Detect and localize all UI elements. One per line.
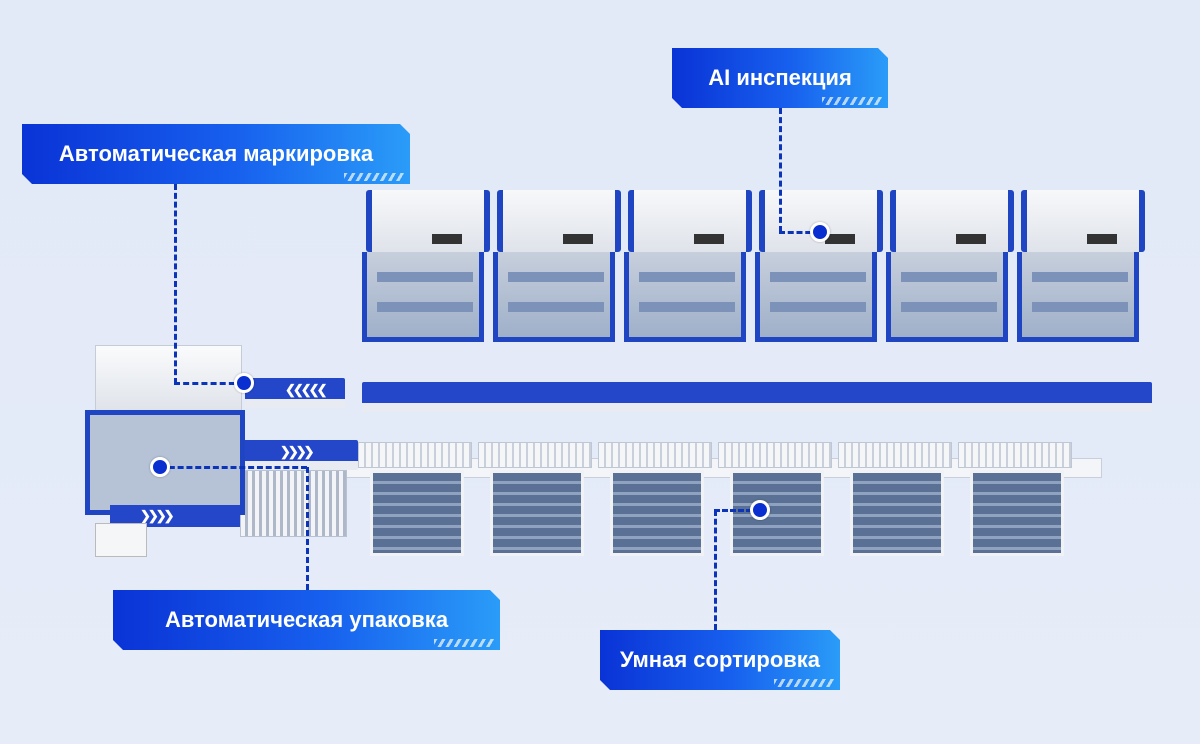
outfeed-conveyor: ❯❯❯❯ bbox=[240, 440, 358, 470]
sorting-rack bbox=[718, 442, 832, 556]
packing-hotspot[interactable] bbox=[150, 457, 170, 477]
sorting-rack bbox=[358, 442, 472, 556]
transfer-rollers bbox=[240, 470, 347, 537]
ai-connector-h bbox=[779, 231, 820, 234]
packing-connector bbox=[306, 467, 309, 590]
inspection-machine bbox=[886, 190, 1014, 360]
inspection-machine bbox=[362, 190, 490, 360]
inspection-machine bbox=[755, 190, 883, 360]
ai-inspection-label-text: AI инспекция bbox=[708, 65, 852, 90]
sorting-label[interactable]: Умная сортировка bbox=[600, 630, 840, 690]
packing-machine: ❯❯❯❯ bbox=[60, 345, 245, 557]
sorting-connector-h bbox=[714, 509, 760, 512]
inspection-machine bbox=[624, 190, 752, 360]
input-conveyor: ❮❮❮❮❮ bbox=[245, 378, 345, 408]
inspection-machine bbox=[1017, 190, 1145, 360]
marking-connector bbox=[174, 184, 177, 384]
packing-label-text: Автоматическая упаковка bbox=[164, 607, 449, 632]
packing-connector-h bbox=[160, 466, 307, 469]
ai-inspection-hotspot[interactable] bbox=[810, 222, 830, 242]
packing-label[interactable]: Автоматическая упаковка bbox=[113, 590, 500, 650]
ai-connector bbox=[779, 108, 782, 232]
sorting-rack bbox=[838, 442, 952, 556]
ai-inspection-label[interactable]: AI инспекция bbox=[672, 48, 888, 108]
marking-label[interactable]: Автоматическая маркировка bbox=[22, 124, 410, 184]
sorting-label-text: Умная сортировка bbox=[619, 647, 821, 672]
inspection-machine bbox=[493, 190, 621, 360]
sorting-rack bbox=[478, 442, 592, 556]
sorting-rack bbox=[958, 442, 1072, 556]
sorting-rack bbox=[598, 442, 712, 556]
sorting-hotspot[interactable] bbox=[750, 500, 770, 520]
marking-hotspot[interactable] bbox=[234, 373, 254, 393]
marking-label-text: Автоматическая маркировка bbox=[58, 141, 374, 166]
upper-conveyor bbox=[362, 382, 1152, 412]
marking-connector-h bbox=[174, 382, 244, 385]
sorting-connector bbox=[714, 510, 717, 630]
